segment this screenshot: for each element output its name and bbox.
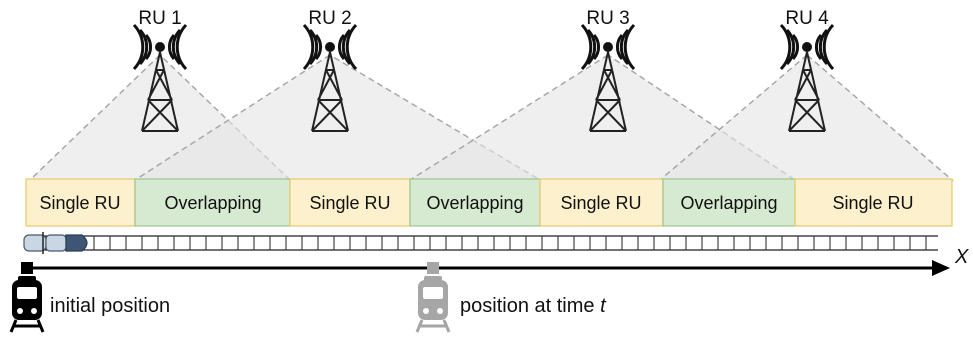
ru-label: RU 1 — [138, 8, 181, 29]
segment-single-ru — [794, 178, 953, 227]
coverage-ru4 — [657, 54, 955, 181]
railway-track — [26, 235, 938, 251]
position-at-time-label: position at time t — [460, 295, 607, 317]
segment-single-ru — [539, 178, 664, 227]
segment-single-ru — [25, 178, 136, 227]
segment-label: Overlapping — [680, 193, 777, 213]
segment-single-ru — [289, 178, 411, 227]
ru-label: RU 2 — [308, 8, 351, 29]
segment-label: Single RU — [39, 193, 120, 213]
segment-label: Single RU — [309, 193, 390, 213]
segment-label: Single RU — [560, 193, 641, 213]
segment-overlapping — [662, 178, 796, 227]
initial-position-label: initial position — [50, 295, 170, 317]
ru-label: RU 3 — [586, 8, 629, 29]
segment-label: Overlapping — [164, 193, 261, 213]
coverage-areas — [28, 53, 955, 181]
position-axis — [21, 260, 950, 276]
segment-label: Overlapping — [426, 193, 523, 213]
segment-overlapping — [134, 178, 291, 227]
ru-label: RU 4 — [785, 8, 829, 29]
axis-label: X — [954, 246, 969, 268]
train-icon — [415, 276, 451, 333]
train-icon — [9, 276, 45, 333]
segment-label: Single RU — [832, 193, 913, 213]
segment-strip: Single RU Overlapping Single RU Overlapp… — [25, 178, 953, 227]
train-car-icon — [23, 232, 88, 254]
